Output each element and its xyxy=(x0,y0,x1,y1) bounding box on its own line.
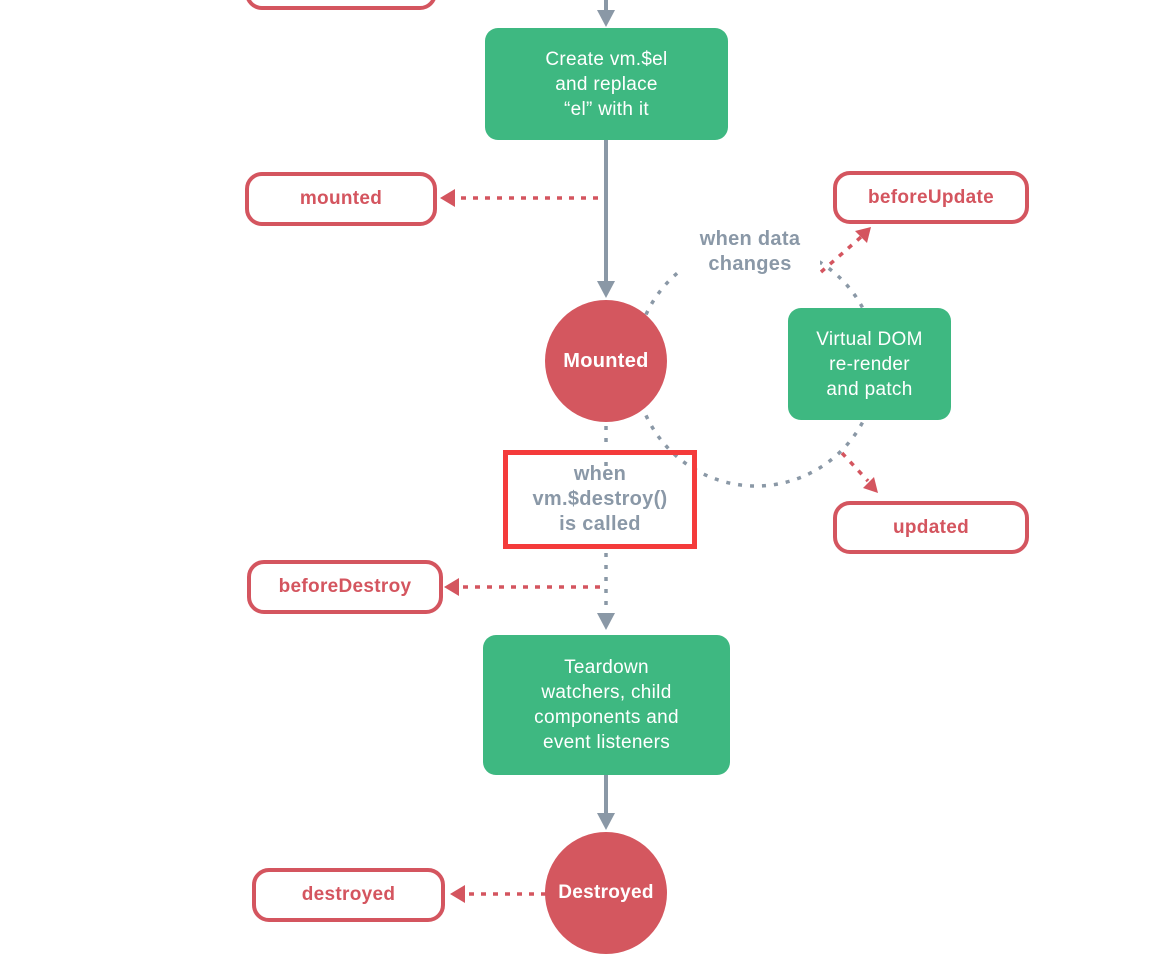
updated-hook-label: updated xyxy=(893,516,969,538)
destroy-note-box: when vm.$destroy() is called xyxy=(503,450,697,549)
destroyed-hook-box: destroyed xyxy=(252,868,445,922)
teardown-line: Teardown xyxy=(564,657,649,678)
before-destroy-hook-box: beforeDestroy xyxy=(247,560,443,614)
create-el-line: and replace xyxy=(555,73,658,95)
arrowhead-destroyed-hook xyxy=(450,885,465,903)
dashed-arrow-before-update-hook xyxy=(819,235,863,274)
virtual-dom-line: Virtual DOM xyxy=(816,328,923,350)
arrowhead-before-update-hook xyxy=(855,227,871,243)
create-el-line: Create vm.$el xyxy=(545,48,668,70)
when-data-changes-line: when data xyxy=(699,228,801,250)
arrowhead-into-create-box xyxy=(597,10,615,27)
destroy-note-line: vm.$destroy() xyxy=(532,488,668,510)
mounted-state-circle: Mounted xyxy=(545,300,667,422)
mounted-hook-box: mounted xyxy=(245,172,437,226)
teardown-box: Teardown watchers, child components and … xyxy=(483,635,730,775)
arrowhead-before-destroy-hook xyxy=(444,578,459,596)
arrowhead-updated-hook xyxy=(863,477,878,493)
destroy-note-line: is called xyxy=(559,513,641,535)
arrowhead-into-mounted-circle xyxy=(597,281,615,298)
arrowhead-mounted-hook xyxy=(440,189,455,207)
virtual-dom-line: re-render xyxy=(829,353,910,375)
destroyed-state-label: Destroyed xyxy=(558,882,654,903)
create-el-box: Create vm.$el and replace “el” with it xyxy=(485,28,728,140)
before-destroy-hook-label: beforeDestroy xyxy=(278,576,412,597)
cut-off-hook-box-top xyxy=(245,0,437,10)
destroy-note-line: when xyxy=(573,463,627,485)
updated-hook-box: updated xyxy=(833,501,1029,554)
teardown-line: components and xyxy=(534,707,679,728)
arrowhead-into-destroyed-circle xyxy=(597,813,615,830)
teardown-line: watchers, child xyxy=(541,682,672,703)
destroyed-state-circle: Destroyed xyxy=(545,832,667,954)
when-data-changes-note: when data changes xyxy=(680,225,820,279)
create-el-line: “el” with it xyxy=(564,98,649,120)
dashed-arrow-updated-hook xyxy=(840,451,870,483)
teardown-line: event listeners xyxy=(542,732,670,753)
mounted-state-label: Mounted xyxy=(563,349,649,372)
when-data-changes-line: changes xyxy=(708,253,792,275)
virtual-dom-line: and patch xyxy=(826,378,913,400)
destroyed-hook-label: destroyed xyxy=(301,884,396,905)
mounted-hook-label: mounted xyxy=(299,188,383,209)
before-update-hook-box: beforeUpdate xyxy=(833,171,1029,224)
virtual-dom-box: Virtual DOM re-render and patch xyxy=(788,308,951,420)
arrowhead-into-teardown-box xyxy=(597,613,615,630)
before-update-hook-label: beforeUpdate xyxy=(867,186,995,208)
